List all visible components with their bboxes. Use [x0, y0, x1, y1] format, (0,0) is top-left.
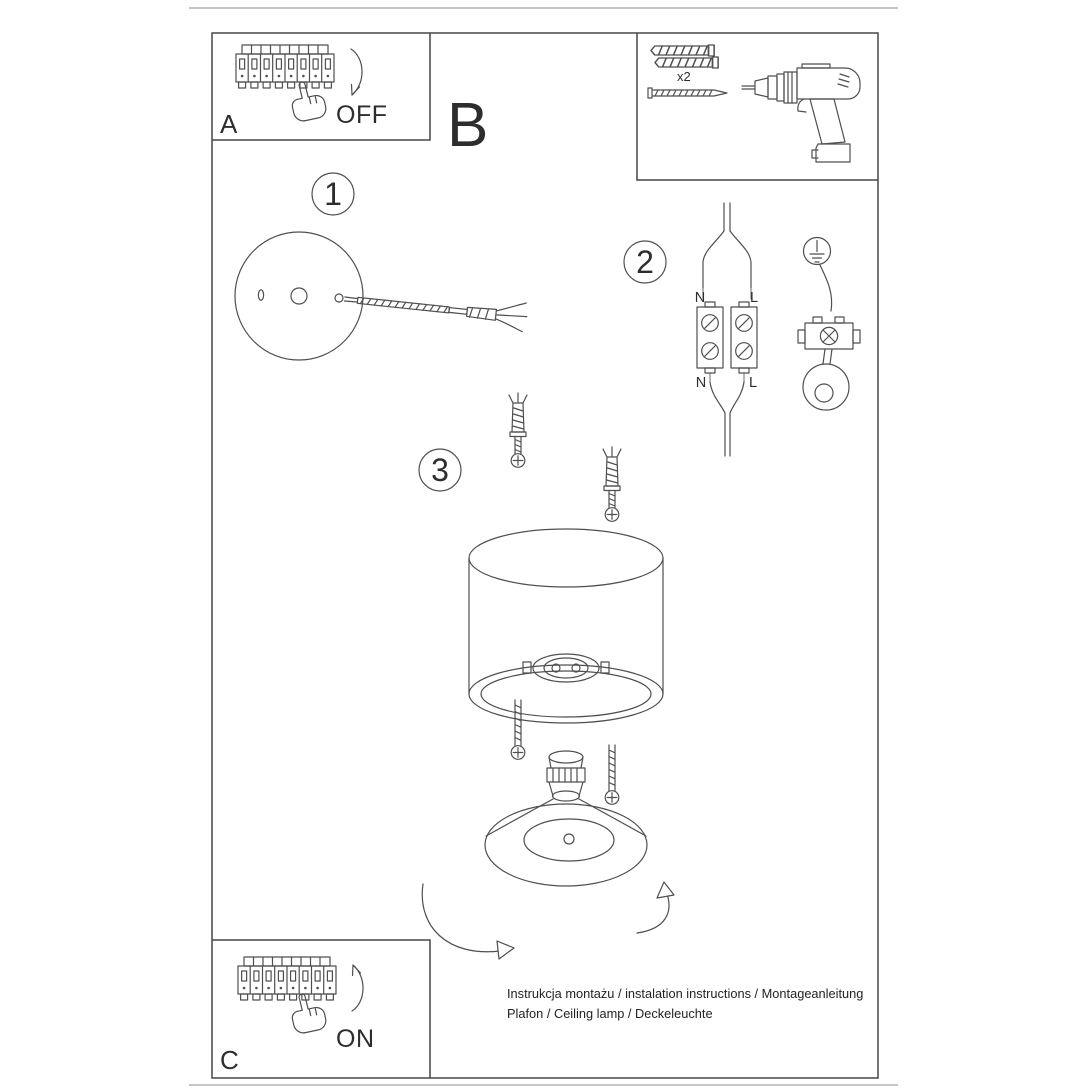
fixing-screw-illustration	[510, 699, 526, 760]
off-label: OFF	[336, 101, 388, 129]
terminal-block-illustration	[696, 301, 758, 374]
gu10-socket-illustration	[522, 653, 610, 683]
curved-arrow-down-icon	[350, 48, 363, 96]
footer-text: Instrukcja montażu / instalation instruc…	[507, 986, 863, 1021]
curved-arrow-up-icon	[351, 964, 364, 1012]
lamp-cable-illustration	[709, 372, 745, 457]
lamp-body-illustration	[468, 528, 664, 724]
section-marker-b: B	[447, 91, 488, 160]
step-1: 1	[234, 172, 528, 361]
rotate-arrow-left-icon	[421, 883, 515, 960]
step-3-number: 3	[431, 452, 449, 488]
earth-symbol-icon	[802, 236, 832, 266]
mains-cable-illustration	[702, 202, 752, 300]
wall-plug-screw-illustration	[508, 392, 528, 468]
step-2-number: 2	[636, 244, 654, 280]
footer-line-2: Plafon / Ceiling lamp / Deckeleuchte	[507, 1006, 713, 1021]
wall-plug-screw-illustration	[602, 446, 622, 522]
rotate-arrow-right-icon	[636, 881, 675, 934]
drill-icon	[741, 63, 861, 163]
wall-plug-icon	[654, 56, 719, 69]
breaker-panel-illustration	[235, 44, 335, 89]
wire-label-l-bottom: L	[749, 375, 757, 391]
step-2-badge: 2	[623, 240, 667, 284]
pointing-hand-icon	[287, 77, 329, 124]
panel-power-on: ON C	[220, 956, 375, 1075]
wire-label-n-bottom: N	[696, 375, 706, 391]
step-1-number: 1	[324, 176, 342, 212]
wire-label-n-top: N	[695, 290, 705, 306]
plug-count-label: x2	[677, 69, 691, 84]
screw-icon	[647, 87, 728, 99]
panel-a-label: A	[220, 109, 238, 139]
wire-label-l-top: L	[750, 290, 758, 306]
footer-line-1: Instrukcja montażu / instalation instruc…	[507, 986, 863, 1001]
step-1-badge: 1	[311, 172, 355, 216]
tools-panel: x2	[647, 44, 861, 163]
on-label: ON	[336, 1025, 375, 1053]
socket-holder-illustration	[546, 750, 586, 802]
panel-c-label: C	[220, 1045, 239, 1075]
ground-clamp-illustration	[797, 316, 861, 350]
breaker-panel-illustration	[237, 956, 337, 1001]
wall-plug-icon	[650, 44, 715, 57]
page-frame	[189, 7, 898, 1086]
earth-wire	[819, 264, 833, 312]
screw-anchor-illustration	[343, 296, 528, 333]
ceiling-canopy-illustration	[234, 231, 364, 361]
fixing-screw-illustration	[604, 744, 620, 805]
panel-power-off: OFF A	[220, 44, 388, 139]
lamp-shade-illustration	[484, 798, 648, 887]
mounting-ring-illustration	[802, 348, 850, 411]
step-3-badge: 3	[418, 448, 462, 492]
step-2: 2 N L N L	[623, 202, 861, 457]
step-3: 3	[418, 392, 675, 960]
